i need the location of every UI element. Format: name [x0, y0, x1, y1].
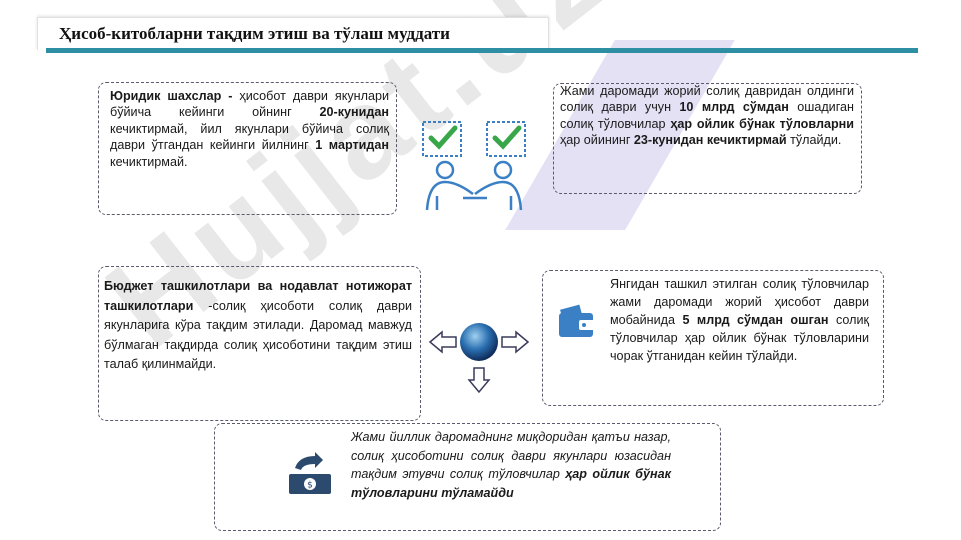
text-span: ошадиган солиқ тўловчилар: [560, 100, 854, 131]
text-budget-organizations: Бюджет ташкилотлари ва нодавлат нотижора…: [104, 279, 412, 313]
globe-icon: [460, 323, 498, 361]
text-span: солиқ тўловчилар ҳар ойлик бўнак тўловла…: [610, 313, 870, 363]
handshake-icon: [415, 118, 535, 214]
text-span: ҳисобот даври якунлари бўйича кейинги ой…: [110, 89, 389, 120]
text-deadline-23: 23-кунидан кечиктирмай: [633, 133, 787, 148]
arrow-left-icon: [428, 330, 457, 354]
box-annual-income: [214, 423, 721, 531]
box-10-billion: [553, 83, 862, 194]
text-5-billion: 5 млрд сўмдан ошган: [682, 313, 829, 327]
money-transfer-icon: $: [285, 452, 335, 498]
box-annual-income-text: Жами йиллик даромаднинг миқдоридан қатъи…: [351, 428, 671, 502]
box-budget-organizations-text: Бюджет ташкилотлари ва нодавлат нотижора…: [104, 277, 412, 375]
box-budget-organizations: [98, 266, 421, 421]
box-legal-entities-text: Юридик шахслар - ҳисобот даври якунлари …: [110, 88, 389, 170]
page-title: Ҳисоб-китобларни тақдим этиш ва тўлаш му…: [59, 24, 450, 43]
text-legal-entities: Юридик шахслар -: [110, 89, 233, 103]
text-span: Жами даромади жорий солиқ давридан олдин…: [560, 84, 854, 115]
wallet-icon: [553, 299, 599, 345]
box-legal-entities: [98, 82, 397, 215]
text-span: -солиқ ҳисоботи солиқ даври якунларига к…: [104, 298, 412, 372]
text-10-billion: 10 млрд сўмдан: [679, 100, 789, 115]
text-span: кечиктирмай.: [110, 154, 188, 169]
box-new-taxpayers-text: Янгидан ташкил этилган солиқ тўловчилар …: [610, 275, 869, 365]
text-span: Янгидан ташкил этилган солиқ тўловчилар …: [610, 277, 869, 327]
globe-arrows-graphic: [428, 318, 530, 394]
box-new-taxpayers: [542, 270, 884, 406]
title-underline: [46, 48, 918, 53]
arrow-down-icon: [467, 367, 491, 394]
text-span: кечиктирмай, йил якунлари бўйича солиқ д…: [110, 121, 389, 153]
text-deadline-march: 1 мартидан: [315, 138, 389, 153]
text-no-advance: ҳар ойлик бўнак тўловларини тўламайди: [351, 467, 671, 500]
text-deadline-20: 20-кунидан: [319, 105, 389, 120]
text-monthly-advance: ҳар ойлик бўнак тўловларни: [670, 116, 854, 131]
arrow-right-icon: [501, 330, 530, 354]
text-span: ҳар ойининг: [560, 133, 634, 148]
box-10-billion-text: Жами даромади жорий солиқ давридан олдин…: [560, 83, 854, 149]
svg-text:$: $: [307, 481, 313, 491]
check-icon: [428, 125, 458, 150]
title-tab: [37, 17, 549, 50]
text-span: Жами йиллик даромаднинг миқдоридан қатъи…: [351, 430, 671, 481]
text-span: тўлайди.: [786, 133, 842, 148]
check-icon: [492, 125, 522, 150]
